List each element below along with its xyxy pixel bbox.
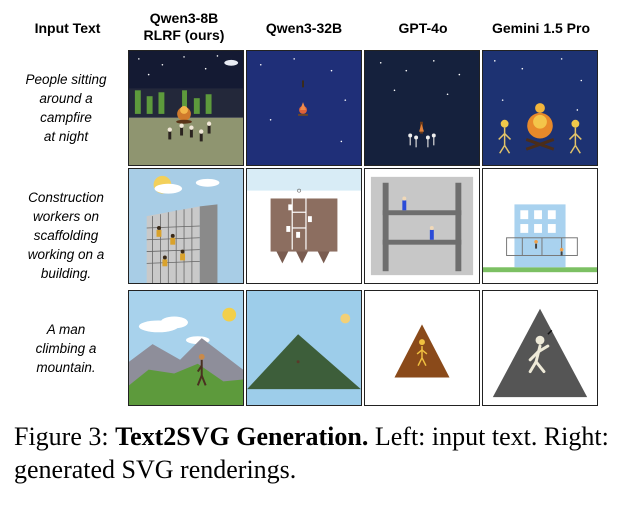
prompt-line: mountain.	[36, 360, 96, 375]
image-construction-gpt-4o	[364, 168, 480, 284]
campfire-32b-svg	[247, 51, 361, 165]
prompt-line: at night	[43, 129, 89, 144]
header-gpt-4o: GPT-4o	[398, 20, 448, 36]
caption-body: Left: input text. Right: generated SVG r…	[14, 422, 609, 484]
image-mountain-gpt-4o	[364, 290, 480, 406]
mountain-gpt4o-svg	[365, 291, 479, 405]
image-construction-qwen3-8b-rlrf	[128, 168, 244, 284]
image-mountain-qwen3-32b	[246, 290, 362, 406]
prompt-campfire: People sitting around a campfire at nigh…	[12, 70, 120, 146]
prompt-line: scaffolding	[33, 228, 99, 243]
figure-caption: Figure 3: Text2SVG Generation. Left: inp…	[14, 420, 614, 486]
campfire-rlrf-svg	[129, 51, 243, 165]
header-qwen3-8b-rlrf: Qwen3-8B RLRF (ours)	[124, 10, 244, 44]
prompt-line: working on a	[27, 247, 105, 262]
header-qwen3-32b: Qwen3-32B	[265, 20, 343, 36]
prompt-line: around a	[39, 91, 93, 106]
construction-rlrf-svg	[129, 169, 243, 283]
image-campfire-gpt-4o	[364, 50, 480, 166]
campfire-gemini-svg	[483, 51, 597, 165]
header-qwen3-8b-line2: RLRF (ours)	[143, 27, 225, 43]
construction-gemini-svg	[483, 169, 597, 283]
prompt-line: climbing a	[35, 341, 97, 356]
image-mountain-gemini-1-5-pro	[482, 290, 598, 406]
prompt-construction: Construction workers on scaffolding work…	[12, 188, 120, 283]
construction-gpt4o-svg	[365, 169, 479, 283]
mountain-32b-svg	[247, 291, 361, 405]
image-mountain-qwen3-8b-rlrf	[128, 290, 244, 406]
prompt-line: workers on	[32, 209, 100, 224]
header-gemini-1-5-pro: Gemini 1.5 Pro	[491, 20, 591, 36]
prompt-mountain: A man climbing a mountain.	[12, 320, 120, 377]
prompt-line: A man	[46, 322, 86, 337]
caption-prefix: Figure 3:	[14, 422, 116, 451]
prompt-line: campfire	[40, 110, 92, 125]
construction-32b-svg	[247, 169, 361, 283]
image-construction-gemini-1-5-pro	[482, 168, 598, 284]
mountain-rlrf-svg	[129, 291, 243, 405]
campfire-gpt4o-svg	[365, 51, 479, 165]
image-campfire-gemini-1-5-pro	[482, 50, 598, 166]
mountain-gemini-svg	[483, 291, 597, 405]
image-campfire-qwen3-8b-rlrf	[128, 50, 244, 166]
image-construction-qwen3-32b	[246, 168, 362, 284]
header-qwen3-8b-line1: Qwen3-8B	[149, 10, 219, 26]
prompt-line: Construction	[28, 190, 104, 205]
caption-title: Text2SVG Generation.	[115, 422, 369, 451]
image-campfire-qwen3-32b	[246, 50, 362, 166]
header-input-text: Input Text	[34, 20, 101, 36]
prompt-line: People sitting	[25, 72, 107, 87]
prompt-line: building.	[40, 266, 92, 281]
